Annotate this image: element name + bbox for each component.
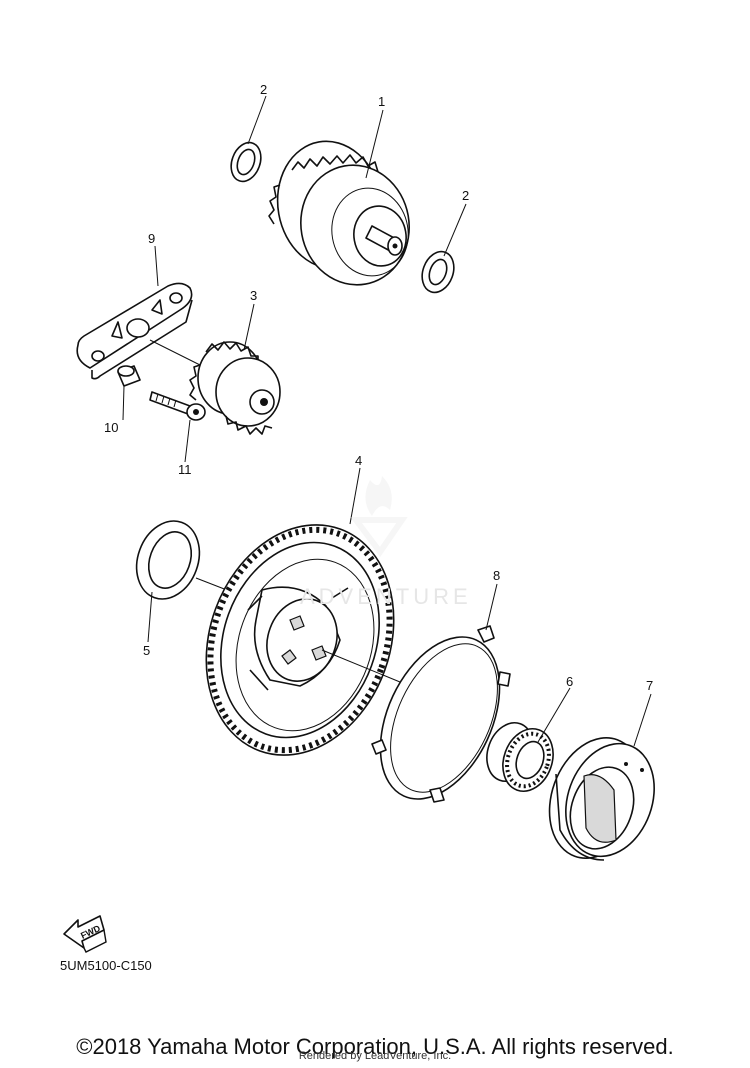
callout-8: 8 (493, 568, 500, 583)
callout-1: 1 (378, 94, 385, 109)
part-6-bearing (486, 722, 554, 792)
part-7-clutch (548, 737, 655, 861)
callout-10: 10 (104, 420, 118, 435)
callout-7: 7 (646, 678, 653, 693)
callout-6: 6 (566, 674, 573, 689)
part-2-washer-top (230, 141, 262, 183)
callout-2-right: 2 (462, 188, 469, 203)
callout-2-top: 2 (260, 82, 267, 97)
part-3-small-gear (189, 341, 281, 435)
part-4-wheel-gear (205, 524, 395, 756)
render-credit: Rendered by LeadVenture, Inc. (298, 1050, 452, 1062)
fwd-arrow-icon: FWD (63, 915, 107, 953)
part-11-bolt (149, 391, 206, 421)
part-5-washer (135, 520, 201, 600)
callout-3: 3 (250, 288, 257, 303)
part-code: 5UM5100-C150 (60, 958, 152, 973)
copyright-text: ©2018 Yamaha Motor Corporation, U.S.A. A… (76, 1034, 674, 1059)
part-10-collar (117, 365, 141, 387)
callout-9: 9 (148, 231, 155, 246)
part-2-washer-right (421, 250, 455, 294)
part-9-plate (76, 282, 193, 380)
callout-5: 5 (143, 643, 150, 658)
callout-11: 11 (178, 462, 192, 477)
part-1-idle-gear (268, 140, 410, 286)
part-8-plate (371, 625, 511, 803)
callout-4: 4 (355, 453, 362, 468)
